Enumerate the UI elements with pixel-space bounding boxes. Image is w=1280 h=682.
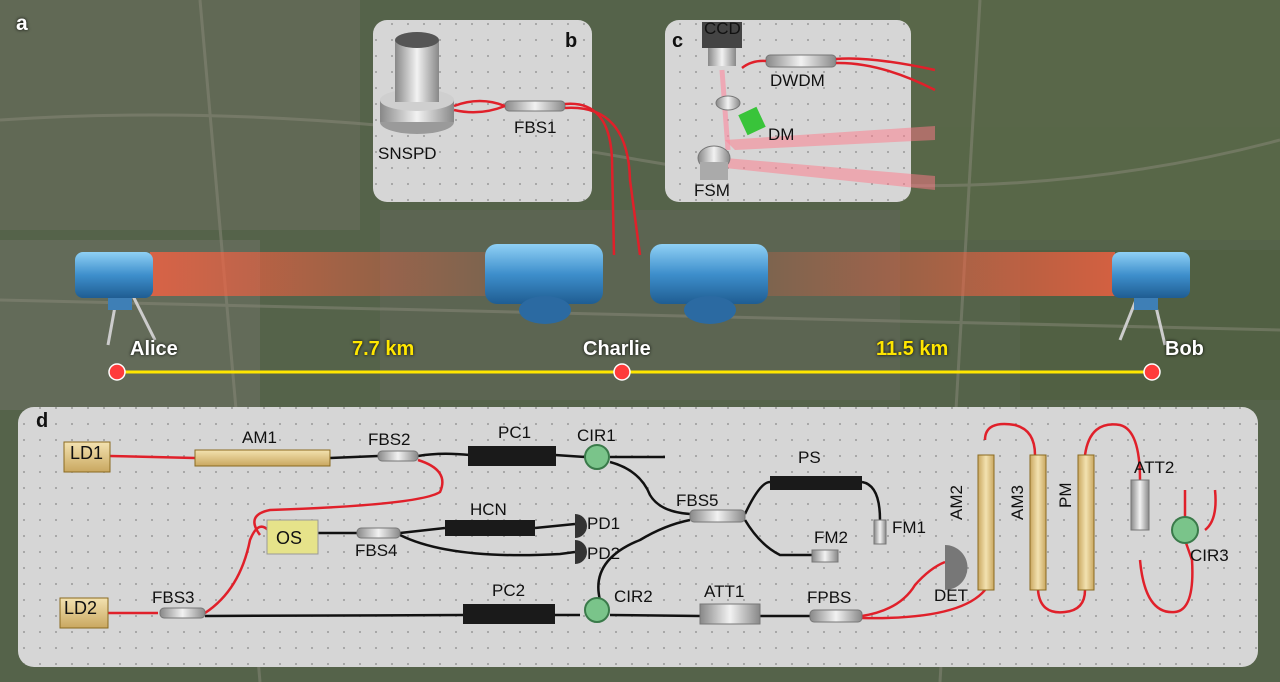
label-pc2: PC2 — [492, 581, 526, 600]
label-fbs1: FBS1 — [514, 118, 557, 137]
label-cir3: CIR3 — [1190, 546, 1229, 565]
label-bob: Bob — [1165, 338, 1204, 360]
label-snspd: SNSPD — [378, 144, 437, 163]
label-att2: ATT2 — [1134, 458, 1175, 477]
label-os: OS — [276, 528, 303, 548]
label-fbs4: FBS4 — [355, 541, 398, 560]
label-hcn: HCN — [470, 500, 507, 519]
panel-letter-b: b — [565, 30, 578, 52]
label-cir1: CIR1 — [577, 426, 616, 445]
label-ld1: LD1 — [70, 443, 104, 463]
fibers — [108, 422, 1217, 620]
node-bob — [1143, 363, 1161, 381]
label-fsm: FSM — [694, 181, 730, 200]
label-dwdm: DWDM — [770, 71, 825, 90]
label-fm1: FM1 — [892, 518, 926, 537]
label-pd2: PD2 — [587, 544, 621, 563]
label-fm2: FM2 — [814, 528, 848, 547]
telescope-charlie-right — [650, 244, 768, 324]
label-pd1: PD1 — [587, 514, 621, 533]
label-ccd: CCD — [704, 19, 741, 38]
node-charlie — [613, 363, 631, 381]
label-dm: DM — [768, 125, 795, 144]
label-am1: AM1 — [242, 428, 277, 447]
label-fbs2: FBS2 — [368, 430, 411, 449]
label-fpbs: FPBS — [807, 588, 852, 607]
telescope-charlie-left — [485, 244, 603, 324]
label-fbs3: FBS3 — [152, 588, 195, 607]
label-ld2: LD2 — [64, 598, 98, 618]
label-distance-right: 11.5 km — [876, 338, 949, 360]
label-pc1: PC1 — [498, 423, 532, 442]
label-det: DET — [934, 586, 968, 605]
telescope-alice — [75, 252, 157, 346]
label-pm: PM — [1056, 482, 1075, 509]
telescope-bob — [1112, 252, 1190, 346]
panel-c-board — [665, 20, 936, 202]
label-fbs5: FBS5 — [676, 491, 719, 510]
label-ps: PS — [798, 448, 821, 467]
panel-d-board — [18, 407, 1258, 667]
label-att1: ATT1 — [704, 582, 745, 601]
panel-letter-c: c — [672, 30, 684, 52]
beam-bob-charlie — [765, 252, 1115, 296]
label-cir2: CIR2 — [614, 587, 653, 606]
panel-letter-d: d — [36, 410, 49, 432]
label-am3: AM3 — [1008, 485, 1027, 520]
panel-letter-a: a — [16, 12, 28, 35]
label-charlie: Charlie — [583, 338, 651, 360]
beam-alice-charlie — [150, 252, 490, 296]
label-alice: Alice — [130, 338, 178, 360]
panel-b-board — [373, 20, 642, 256]
node-alice — [108, 363, 126, 381]
label-am2: AM2 — [947, 485, 966, 520]
components — [59, 441, 1199, 629]
label-distance-left: 7.7 km — [352, 338, 415, 360]
